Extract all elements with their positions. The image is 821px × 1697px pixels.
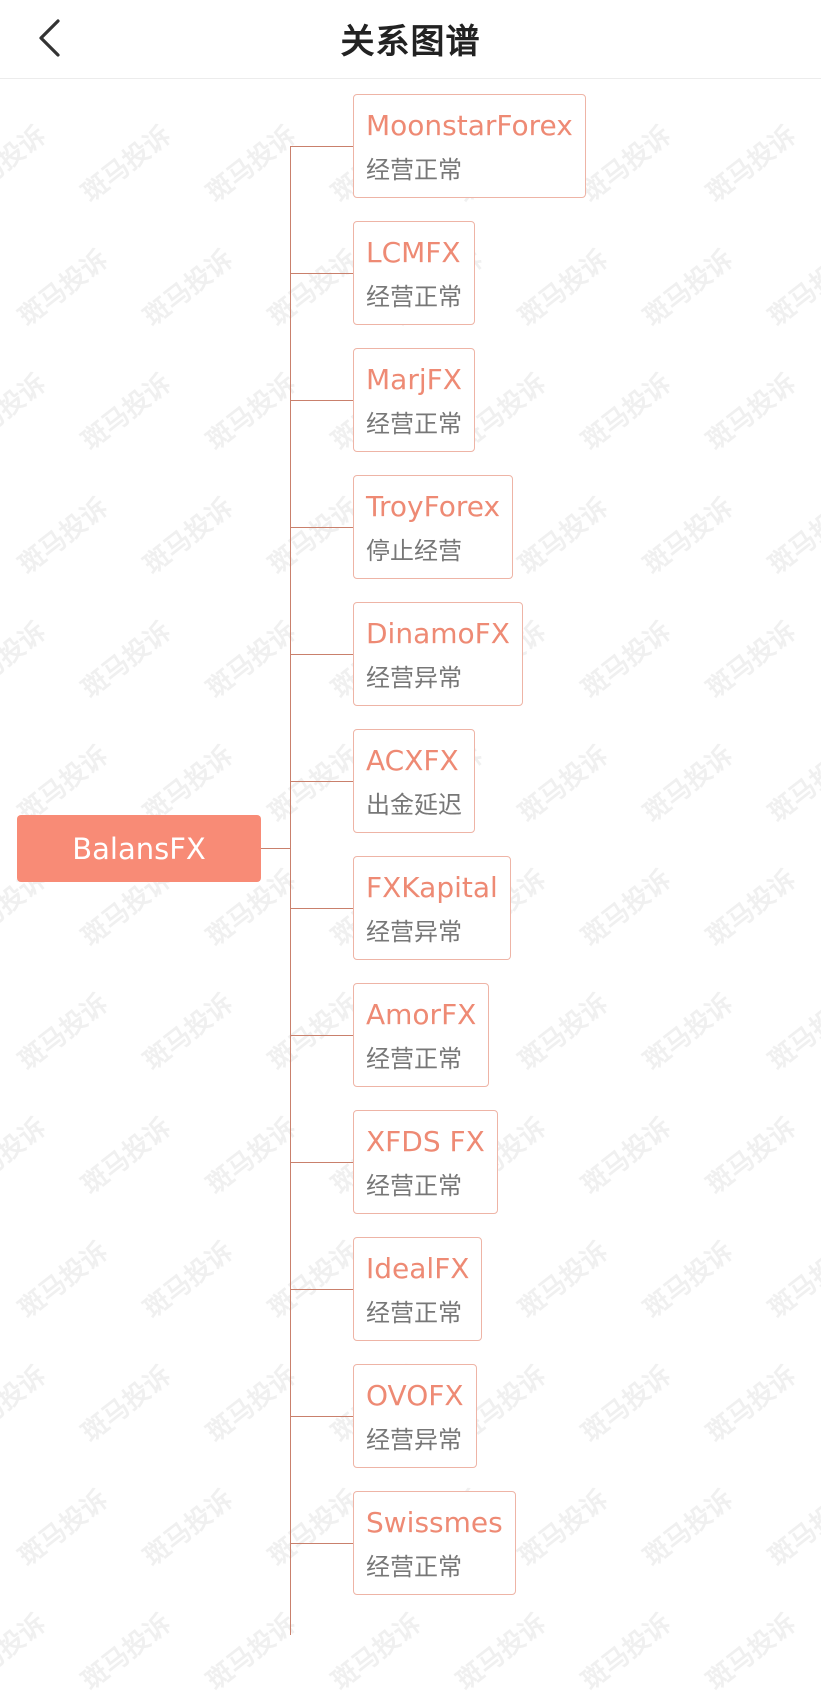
- child-node[interactable]: DinamoFX 经营异常: [353, 602, 523, 706]
- branch-connector-line: [290, 1162, 353, 1163]
- child-node-name: IdealFX: [366, 1252, 470, 1285]
- child-node[interactable]: MarjFX 经营正常: [353, 348, 475, 452]
- branch-connector-line: [290, 1035, 353, 1036]
- branch-connector-line: [290, 1416, 353, 1417]
- child-node-status: 经营正常: [366, 1045, 462, 1073]
- child-node-status: 经营正常: [366, 1172, 462, 1200]
- child-node-status: 经营异常: [366, 664, 462, 692]
- child-node-name: AmorFX: [366, 998, 477, 1031]
- child-node[interactable]: ACXFX 出金延迟: [353, 729, 475, 833]
- branch-connector-line: [290, 400, 353, 401]
- tree-trunk-line: [290, 146, 291, 1635]
- child-node-name: ACXFX: [366, 744, 459, 777]
- branch-connector-line: [290, 781, 353, 782]
- page-title: 关系图谱: [340, 22, 481, 62]
- child-node-status: 出金延迟: [366, 791, 462, 819]
- child-node[interactable]: AmorFX 经营正常: [353, 983, 490, 1087]
- child-node[interactable]: OVOFX 经营异常: [353, 1364, 477, 1468]
- child-node-status: 经营正常: [366, 283, 462, 311]
- child-node-status: 经营异常: [366, 918, 462, 946]
- child-node[interactable]: XFDS FX 经营正常: [353, 1110, 498, 1214]
- root-node-label: BalansFX: [72, 831, 206, 866]
- branch-connector-line: [290, 654, 353, 655]
- branch-connector-line: [290, 146, 353, 147]
- branch-connector-line: [290, 527, 353, 528]
- child-node-name: MoonstarForex: [366, 109, 573, 142]
- root-node[interactable]: BalansFX: [17, 815, 261, 882]
- child-node-name: TroyForex: [366, 490, 501, 523]
- child-node-name: Swissmes: [366, 1506, 503, 1539]
- child-node[interactable]: FXKapital 经营异常: [353, 856, 511, 960]
- child-node-name: DinamoFX: [366, 617, 510, 650]
- branch-connector-line: [290, 1543, 353, 1544]
- child-node-name: MarjFX: [366, 363, 462, 396]
- child-node[interactable]: Swissmes 经营正常: [353, 1491, 516, 1595]
- child-node-name: LCMFX: [366, 236, 461, 269]
- back-button[interactable]: [22, 10, 78, 66]
- root-connector-line: [261, 848, 291, 849]
- child-node-status: 经营异常: [366, 1426, 462, 1454]
- chevron-left-icon: [39, 19, 60, 57]
- branch-connector-line: [290, 1289, 353, 1290]
- child-node-name: OVOFX: [366, 1379, 464, 1412]
- child-node-name: XFDS FX: [366, 1125, 485, 1158]
- child-node-name: FXKapital: [366, 871, 498, 904]
- child-node-status: 经营正常: [366, 410, 462, 438]
- child-node[interactable]: TroyForex 停止经营: [353, 475, 514, 579]
- child-node[interactable]: IdealFX 经营正常: [353, 1237, 483, 1341]
- branch-connector-line: [290, 273, 353, 274]
- child-node[interactable]: MoonstarForex 经营正常: [353, 94, 586, 198]
- child-node-status: 停止经营: [366, 537, 462, 565]
- branch-connector-line: [290, 908, 353, 909]
- child-node-status: 经营正常: [366, 156, 462, 184]
- child-node-status: 经营正常: [366, 1553, 462, 1581]
- child-node-status: 经营正常: [366, 1299, 462, 1327]
- top-nav-bar: 关系图谱: [0, 0, 821, 79]
- child-node[interactable]: LCMFX 经营正常: [353, 221, 475, 325]
